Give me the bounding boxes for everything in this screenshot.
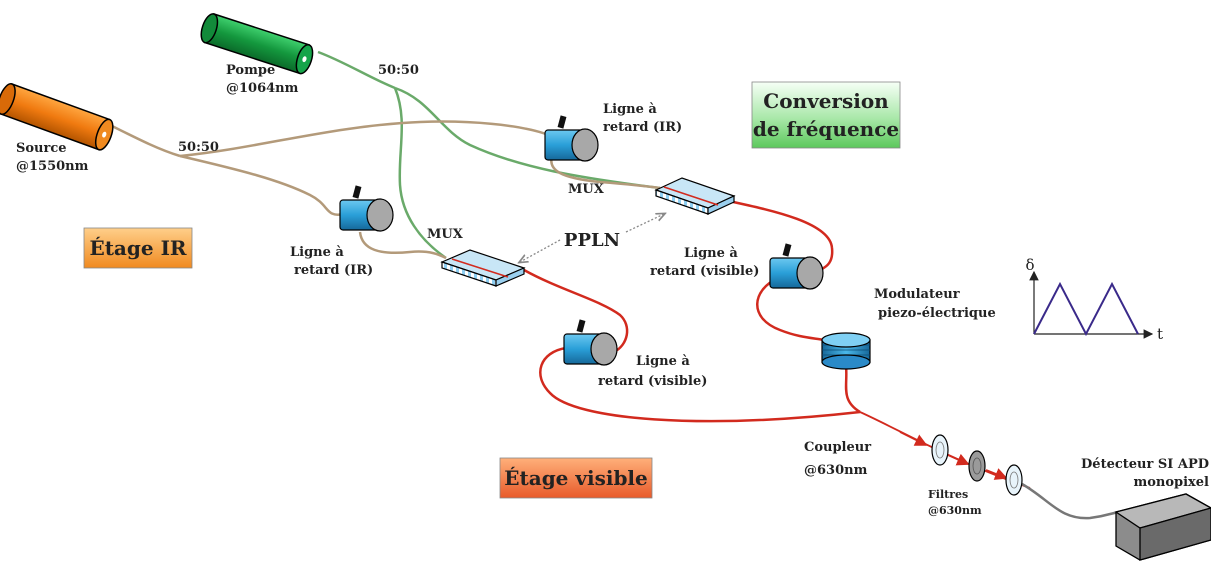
delay-line-visible-right xyxy=(769,243,824,290)
visible-fiber-right-in xyxy=(723,198,834,273)
source-fiber xyxy=(111,124,181,158)
mux-right-label: MUX xyxy=(568,182,605,197)
beam-arrow-2 xyxy=(947,453,970,466)
triangle-waveform xyxy=(1033,281,1139,337)
ir-fiber-top xyxy=(179,120,547,158)
source-coupler-label: 50:50 xyxy=(178,140,219,155)
filter-1 xyxy=(931,434,949,466)
vis-right-delay-label-1: Ligne à xyxy=(684,246,738,261)
conversion-title-line2: de fréquence xyxy=(753,117,899,141)
filter-3 xyxy=(1005,464,1023,496)
pump-wavelength-label: @1064nm xyxy=(226,81,299,96)
ppln-arrow-right xyxy=(625,214,664,233)
ir-top-delay-label-2: retard (IR) xyxy=(603,120,682,135)
vis-right-delay-label-2: retard (visible) xyxy=(650,264,759,279)
filters-label-2: @630nm xyxy=(928,504,982,517)
ppln-crystal-left xyxy=(440,249,526,287)
ir-fiber-top-out xyxy=(550,155,661,190)
pump-fiber xyxy=(317,50,396,90)
modulator-label-2: piezo-électrique xyxy=(878,306,996,321)
ir-stage-title: Étage IR xyxy=(89,236,186,260)
pump-name-label: Pompe xyxy=(226,63,275,78)
pump-fiber-branch-a xyxy=(394,86,661,190)
filters-label-1: Filtres xyxy=(928,488,968,501)
output-coupler-label: Coupleur xyxy=(804,440,871,455)
conversion-stage-box: Conversion de fréquence xyxy=(751,81,901,149)
ppln-arrow-left xyxy=(520,239,561,262)
ir-left-delay-label-1: Ligne à xyxy=(290,245,344,260)
ppln-crystal-right xyxy=(654,177,736,215)
fibers xyxy=(111,50,1119,520)
detector-label-1: Détecteur SI APD xyxy=(1081,457,1209,472)
ir-left-delay-label-2: retard (IR) xyxy=(294,263,373,278)
mux-left-label: MUX xyxy=(427,227,464,242)
conversion-title-line1: Conversion xyxy=(763,89,889,113)
filter-2 xyxy=(968,450,986,482)
plot-y-label: δ xyxy=(1025,256,1034,274)
ir-fiber-bottom xyxy=(179,154,345,216)
detector-label-2: monopixel xyxy=(1133,475,1209,490)
visible-fiber-right-out xyxy=(756,276,825,342)
apd-detector xyxy=(1114,493,1211,561)
detector-fiber xyxy=(1021,482,1119,520)
pump-fiber-branch-b xyxy=(393,87,447,260)
beam-arrow-1 xyxy=(899,431,928,446)
visible-stage-title: Étage visible xyxy=(504,466,648,490)
delay-line-visible-bottom xyxy=(563,319,618,366)
ir-fiber-bottom-out xyxy=(358,231,447,260)
visible-stage-box: Étage visible xyxy=(499,457,653,499)
pump-laser xyxy=(200,13,314,75)
piezo-modulator xyxy=(821,332,871,370)
source-name-label: Source xyxy=(16,141,67,156)
vis-bottom-delay-label-2: retard (visible) xyxy=(598,374,707,389)
ir-top-delay-label-1: Ligne à xyxy=(603,102,657,117)
source-wavelength-label: @1550nm xyxy=(16,159,89,174)
pump-coupler-label: 50:50 xyxy=(378,63,419,78)
modulation-plot: δ t xyxy=(1025,256,1163,343)
plot-x-label: t xyxy=(1157,325,1163,343)
beam-arrow-3 xyxy=(985,468,1008,480)
labels: Pompe @1064nm Source @1550nm 50:50 50:50… xyxy=(16,63,1209,517)
delay-line-ir-left xyxy=(339,185,394,232)
ir-stage-box: Étage IR xyxy=(83,227,193,269)
visible-fiber-mod-out xyxy=(844,365,861,414)
ppln-label: PPLN xyxy=(564,230,620,251)
output-coupler-wavelength: @630nm xyxy=(804,463,868,478)
delay-line-ir-top xyxy=(544,115,599,162)
visible-fiber-left-out xyxy=(539,346,861,423)
source-laser xyxy=(0,83,114,151)
modulator-label-1: Modulateur xyxy=(874,287,960,302)
visible-fiber-left-in xyxy=(523,268,629,354)
vis-bottom-delay-label-1: Ligne à xyxy=(636,354,690,369)
